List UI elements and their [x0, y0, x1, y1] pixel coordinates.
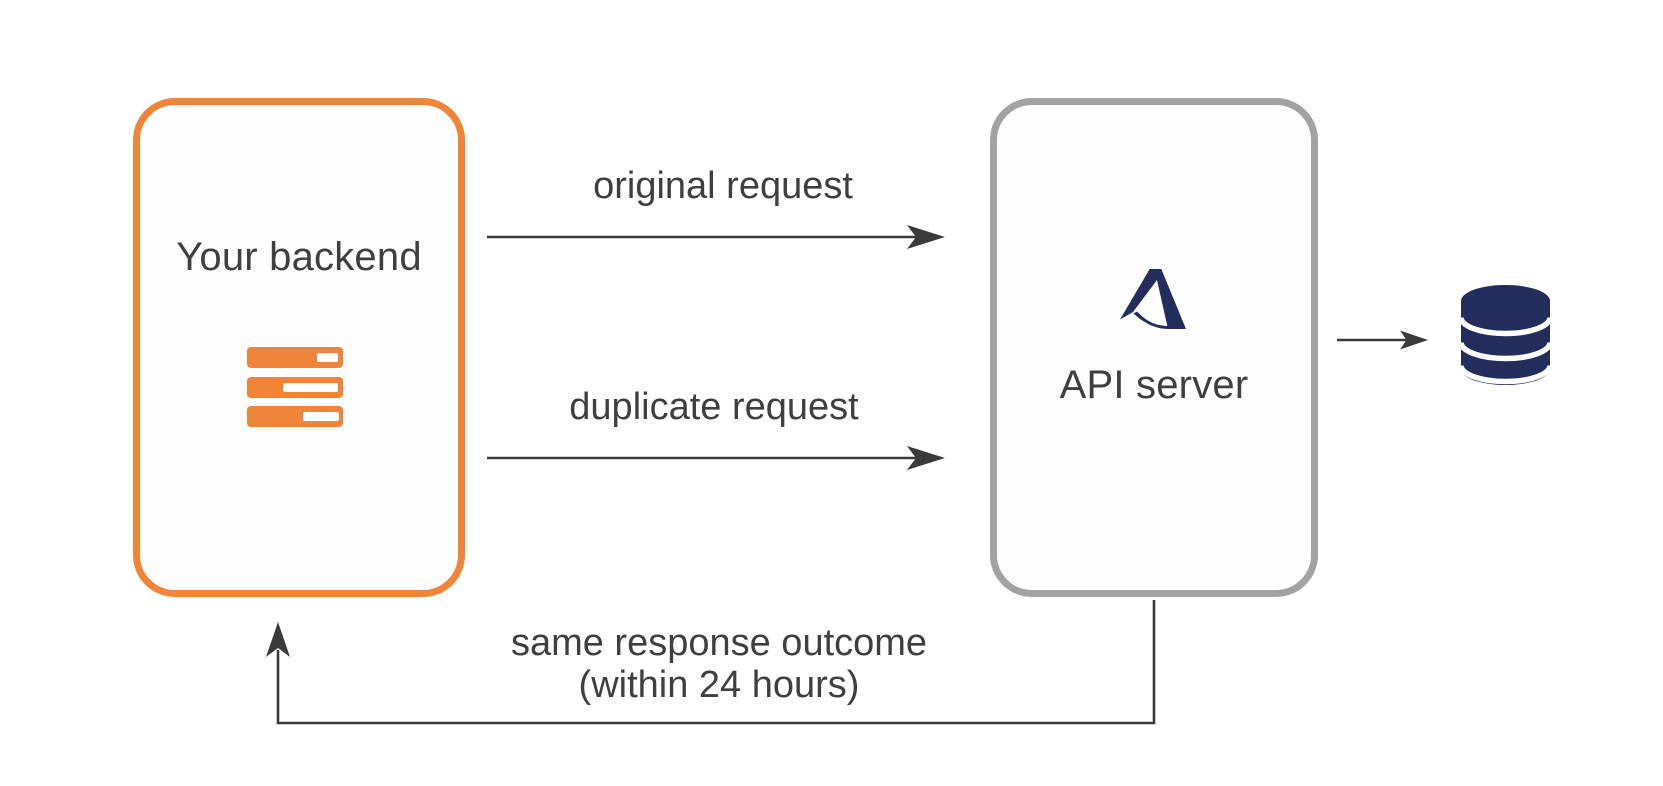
server-icon: [247, 347, 343, 432]
response-label: same response outcome (within 24 hours): [511, 622, 927, 706]
api-server-node: API server: [990, 98, 1318, 597]
duplicate-request-label: duplicate request: [569, 386, 859, 428]
a-logo-icon: [1120, 269, 1186, 335]
backend-node-label: Your backend: [176, 235, 422, 279]
duplicate-request-arrow: [487, 446, 945, 470]
api-server-node-label: API server: [1059, 363, 1249, 407]
original-request-arrow: [487, 225, 945, 249]
response-label-line1: same response outcome: [510, 622, 928, 664]
backend-node: Your backend: [133, 98, 465, 597]
database-arrow: [1337, 330, 1428, 350]
database-icon: [1458, 285, 1553, 390]
original-request-label: original request: [593, 165, 853, 207]
response-label-line2: (within 24 hours): [578, 664, 860, 706]
